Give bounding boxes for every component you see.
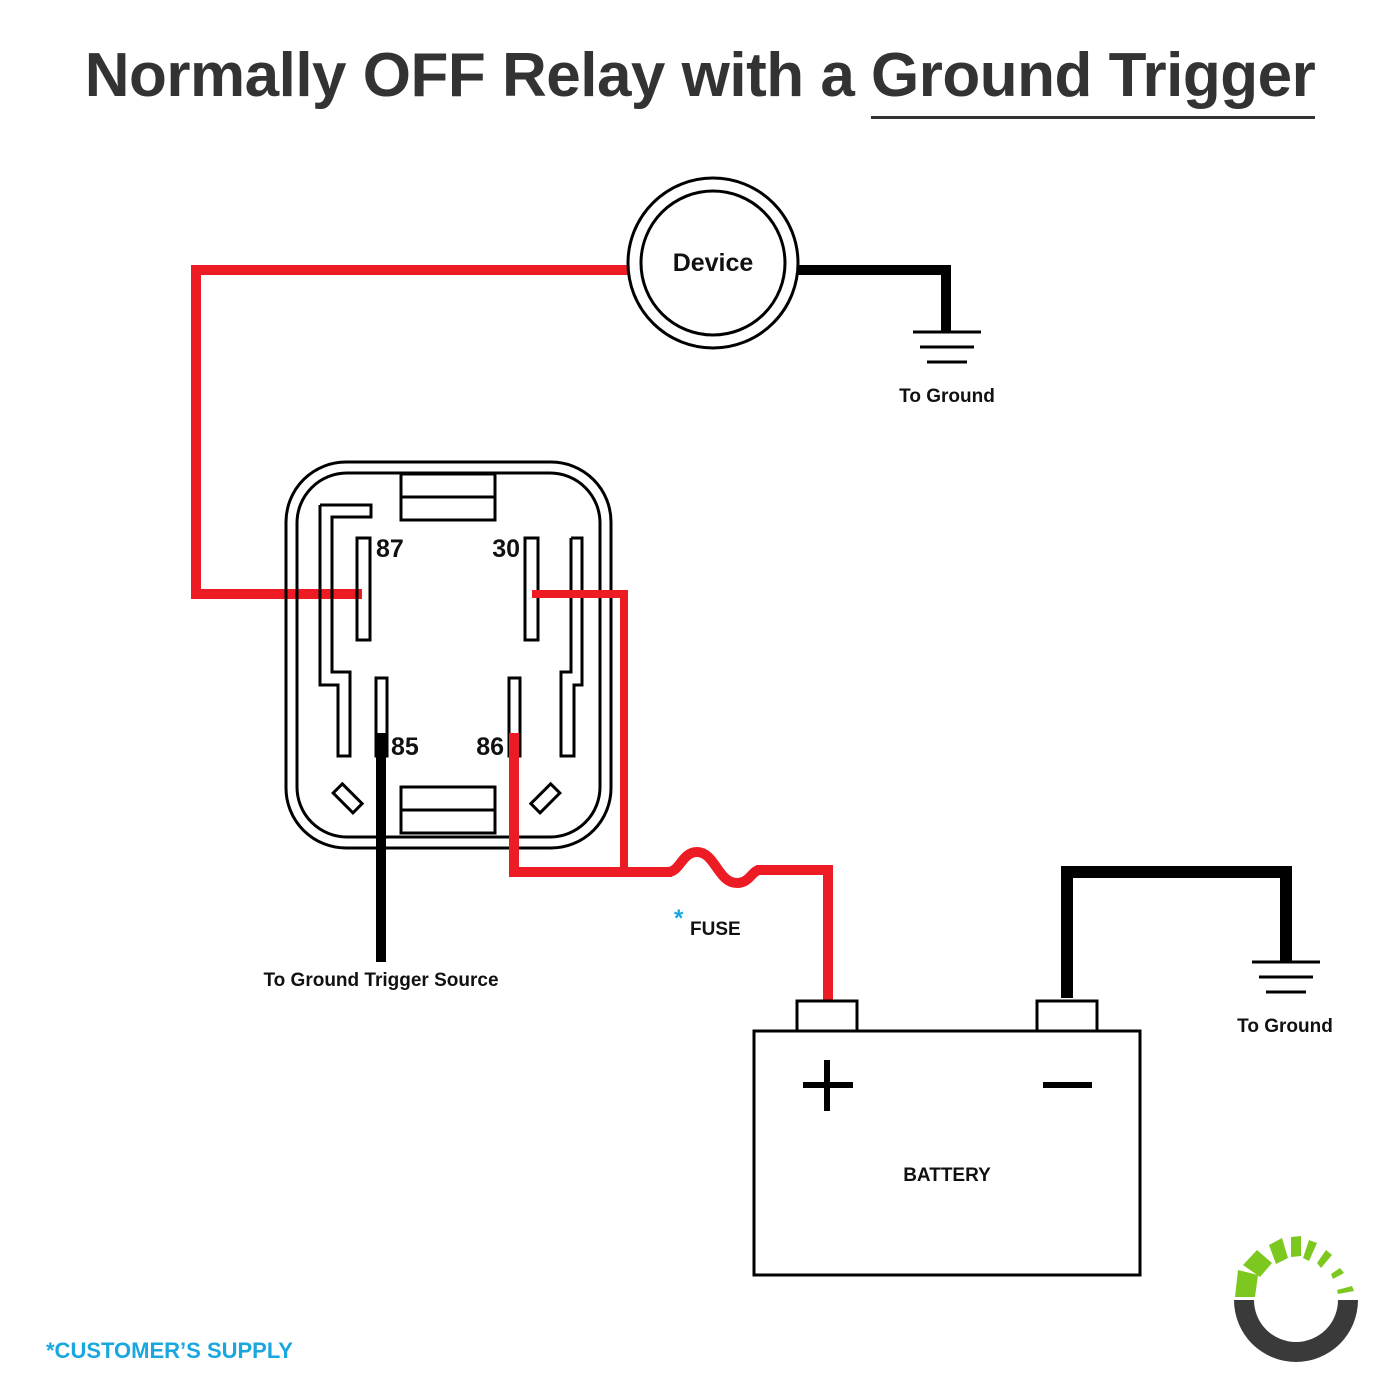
device-label: Device xyxy=(673,249,754,277)
device-ground-label: To Ground xyxy=(899,386,995,407)
device-icon xyxy=(626,176,800,350)
wire-battery-to-ground xyxy=(1061,866,1292,998)
title-prefix: Normally OFF Relay with a xyxy=(84,41,872,110)
wire-86-to-fuse xyxy=(509,733,672,877)
wire-device-to-ground xyxy=(796,265,951,332)
fuse-asterisk: * xyxy=(674,905,684,932)
pin-85-label: 85 xyxy=(391,733,419,761)
battery-ground-label: To Ground xyxy=(1237,1016,1333,1037)
ground-icon-device xyxy=(913,330,981,364)
wire-fuse-to-battery xyxy=(756,865,833,1000)
pin-86-label: 86 xyxy=(476,733,504,761)
page-title: Normally OFF Relay with a Ground Trigger xyxy=(0,40,1400,119)
brand-logo-icon xyxy=(1234,1236,1358,1362)
pin-87-label: 87 xyxy=(376,535,404,563)
wire-device-to-87 xyxy=(191,265,630,599)
battery-plus-icon xyxy=(803,1060,853,1111)
title-underlined: Ground Trigger xyxy=(871,41,1316,119)
fuse-icon xyxy=(666,846,761,889)
battery-icon xyxy=(752,999,1142,1277)
trigger-label: To Ground Trigger Source xyxy=(263,970,498,991)
ground-icon-battery xyxy=(1252,960,1320,994)
pin-30-label: 30 xyxy=(492,535,520,563)
battery-label: BATTERY xyxy=(903,1165,991,1186)
customer-supply-footnote: *CUSTOMER’S SUPPLY xyxy=(46,1338,293,1363)
relay-icon xyxy=(284,460,613,850)
fuse-label: FUSE xyxy=(690,919,741,940)
wire-30-to-fuse xyxy=(532,590,628,872)
